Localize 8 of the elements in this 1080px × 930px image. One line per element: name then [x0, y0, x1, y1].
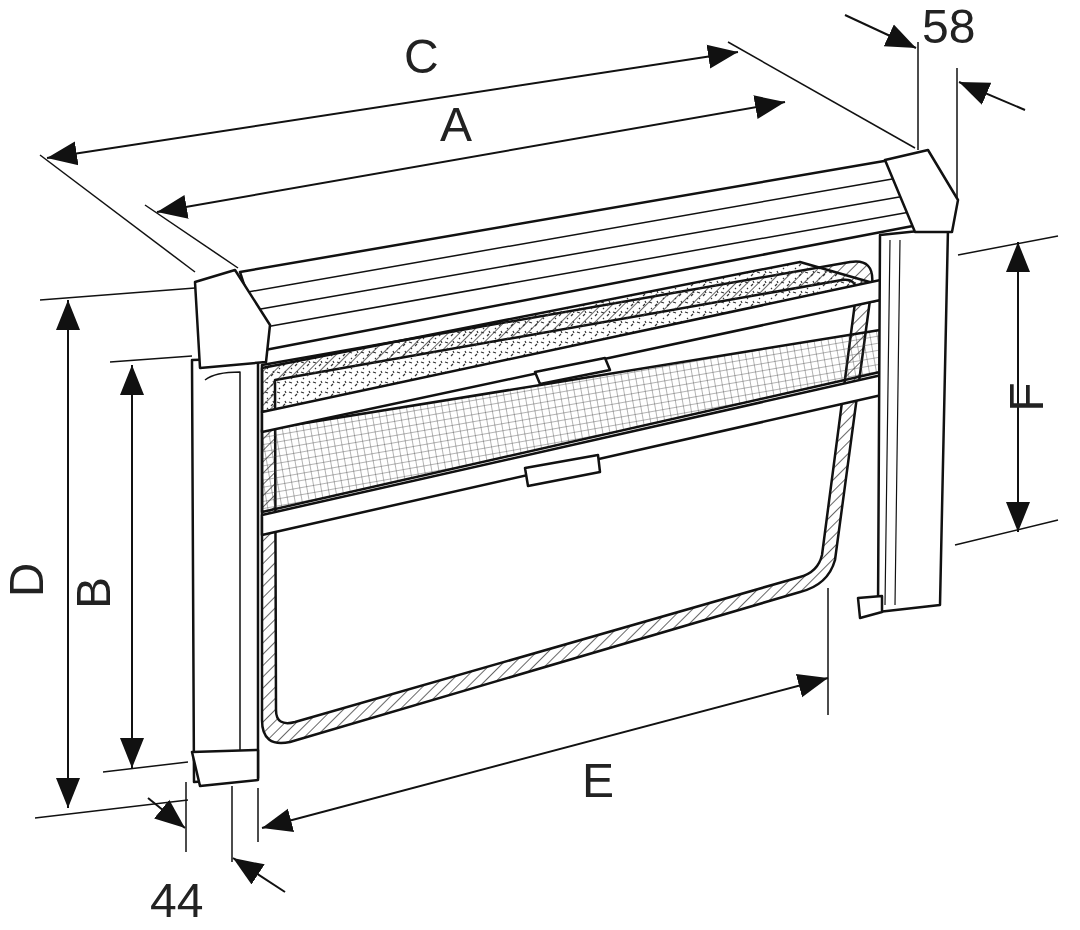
dimension-label: C: [404, 32, 439, 82]
dimension-label: 58: [922, 2, 976, 52]
dimension-label: D: [2, 562, 53, 598]
dimension-label: F: [1001, 382, 1052, 412]
dimension-label: 44: [150, 876, 204, 926]
dimension-label: B: [69, 577, 119, 609]
dimension-label: E: [582, 756, 614, 806]
dimension-label: A: [440, 100, 472, 150]
